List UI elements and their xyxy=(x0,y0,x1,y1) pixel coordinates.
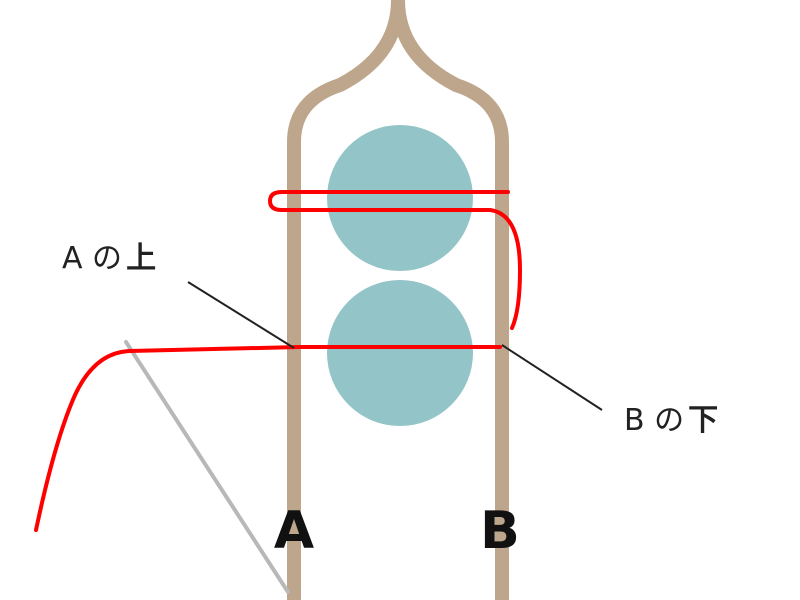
wire-frame xyxy=(287,0,509,600)
callout-b: B の下 xyxy=(624,403,718,438)
label-strand-b: B xyxy=(480,501,520,561)
callout-a-strong: 上 xyxy=(126,241,156,276)
bead-top xyxy=(327,125,473,271)
callout-a: A の上 xyxy=(62,241,156,276)
wire-strand-a xyxy=(287,0,405,600)
callout-b-prefix: B の xyxy=(624,403,684,438)
label-strand-a: A xyxy=(274,501,314,561)
callout-a-prefix: A の xyxy=(62,241,122,276)
beads xyxy=(327,125,473,426)
leader-line-a xyxy=(187,281,295,349)
callout-b-strong: 下 xyxy=(688,403,718,438)
leader-line-b xyxy=(501,344,603,411)
thread xyxy=(34,190,522,532)
wire-strand-b xyxy=(391,0,509,600)
needle xyxy=(124,340,290,594)
bead-bottom xyxy=(327,280,473,426)
thread-top-loop xyxy=(268,190,522,330)
thread-through-bead xyxy=(34,345,502,532)
